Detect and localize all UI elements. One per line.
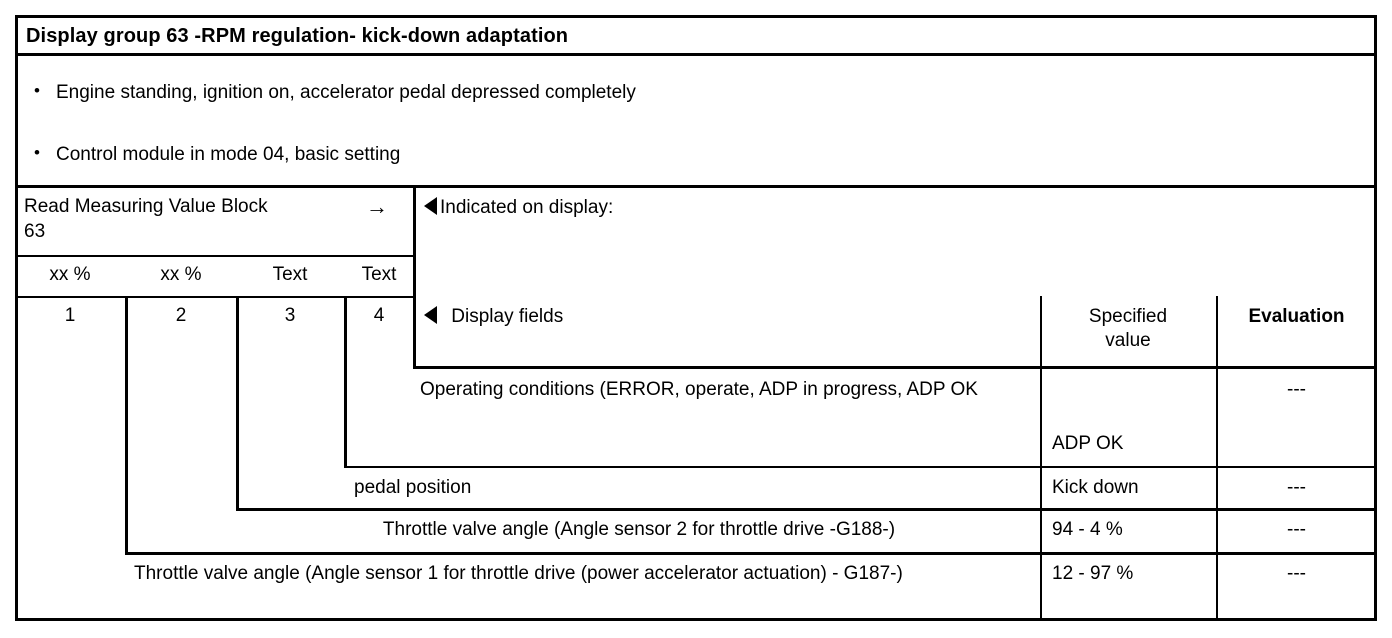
- arrow-right-icon: →: [366, 194, 388, 219]
- specified-value-line-2: value: [1105, 330, 1151, 352]
- indicated-on-display-row: Indicated on display:: [424, 196, 1024, 220]
- field-number-2: 2: [175, 305, 187, 326]
- row-operating-conditions-specified-value: ADP OK: [1052, 433, 1124, 454]
- column-divider-1: [125, 296, 128, 552]
- read-measuring-group-number: 63: [24, 221, 46, 242]
- column-divider-evaluation: [1216, 296, 1218, 620]
- row-throttle-g187-evaluation: ---: [1287, 563, 1306, 584]
- indicated-on-display-label: Indicated on display:: [440, 197, 614, 218]
- unit-header-3: Text: [272, 264, 308, 285]
- triangle-left-icon: [424, 306, 437, 324]
- condition-item-2-label: Control module in mode 04, basic setting: [56, 144, 401, 165]
- column-divider-3: [344, 296, 347, 466]
- condition-item-2: • Control module in mode 04, basic setti…: [34, 143, 1334, 166]
- display-fields-label: Display fields: [451, 306, 564, 327]
- row-operating-conditions-evaluation: ---: [1287, 379, 1306, 400]
- unit-header-2: xx %: [160, 264, 202, 285]
- column-header-evaluation: Evaluation: [1248, 306, 1345, 327]
- divider-under-read-block: [15, 255, 414, 257]
- divider-under-title: [15, 53, 1377, 56]
- row-throttle-g187-specified-value: 12 - 97 %: [1052, 563, 1134, 584]
- row-pedal-position-evaluation: ---: [1287, 477, 1306, 498]
- divider-under-conditions: [15, 185, 1377, 188]
- bullet-icon: •: [34, 81, 40, 100]
- divider-under-unit-headers: [15, 296, 414, 298]
- column-divider-2: [236, 296, 239, 508]
- field-number-4: 4: [373, 305, 385, 326]
- row-pedal-position-specified-value: Kick down: [1052, 477, 1139, 498]
- divider-under-throttle-g188: [125, 552, 1377, 555]
- row-throttle-g188-description: Throttle valve angle (Angle sensor 2 for…: [382, 519, 896, 540]
- read-measuring-value-block-label: Read Measuring Value Block: [24, 196, 268, 217]
- page-title: Display group 63 -RPM regulation- kick-d…: [26, 25, 569, 47]
- divider-under-pedal-position: [236, 508, 1377, 511]
- triangle-left-icon: [424, 197, 437, 215]
- unit-header-4: Text: [361, 264, 397, 285]
- condition-item-1: • Engine standing, ignition on, accelera…: [34, 81, 1334, 104]
- row-throttle-g188-specified-value: 94 - 4 %: [1052, 519, 1123, 540]
- condition-item-1-label: Engine standing, ignition on, accelerato…: [56, 82, 636, 103]
- display-fields-header: Display fields: [424, 305, 1004, 329]
- field-number-3: 3: [284, 305, 296, 326]
- column-divider-4: [413, 185, 416, 366]
- row-operating-conditions-description: Operating conditions (ERROR, operate, AD…: [420, 379, 978, 400]
- divider-under-display-fields: [413, 366, 1377, 369]
- column-divider-specified-value: [1040, 296, 1042, 620]
- specified-value-line-1: Specified: [1088, 306, 1168, 327]
- unit-header-1: xx %: [49, 264, 91, 285]
- row-throttle-g187-description: Throttle valve angle (Angle sensor 1 for…: [134, 563, 903, 584]
- row-throttle-g188-evaluation: ---: [1287, 519, 1306, 540]
- table-outer-frame: [15, 15, 1377, 621]
- row-pedal-position-description: pedal position: [354, 477, 472, 498]
- column-header-specified-value: Specified value: [1043, 305, 1213, 354]
- field-number-1: 1: [64, 305, 76, 326]
- divider-under-operating-conditions: [344, 466, 1377, 468]
- bullet-icon: •: [34, 143, 40, 162]
